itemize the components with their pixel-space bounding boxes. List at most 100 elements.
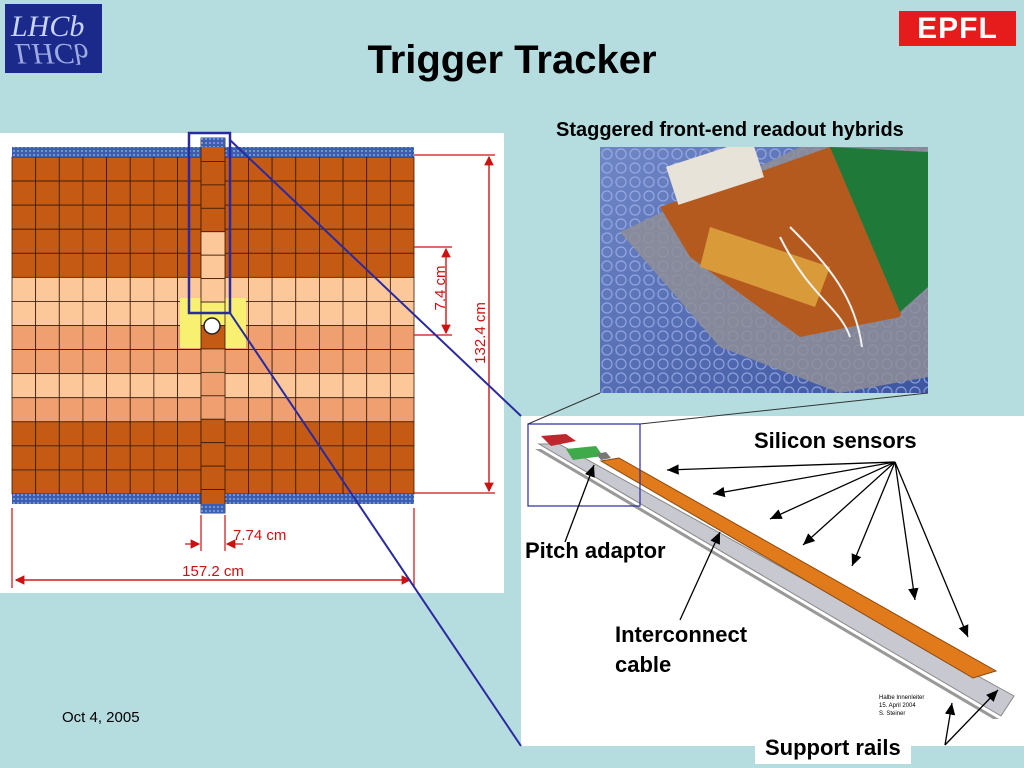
sensor-cell bbox=[342, 252, 368, 278]
sensor-cell bbox=[82, 397, 107, 423]
sensor-cell bbox=[11, 204, 37, 230]
sensor-cell bbox=[248, 469, 273, 495]
sensor-cell bbox=[389, 228, 415, 254]
sensor-cell bbox=[129, 204, 155, 230]
sensor-cell bbox=[342, 156, 368, 182]
sensor-cell bbox=[224, 276, 249, 302]
column-sensor-cell bbox=[200, 278, 226, 303]
sensor-cell bbox=[177, 349, 202, 375]
sensor-cell bbox=[177, 469, 202, 495]
sensor-cell bbox=[35, 204, 60, 230]
lhcb-logo-reflection: LHCb bbox=[15, 37, 89, 70]
sensor-cell bbox=[366, 156, 391, 182]
sensor-cell bbox=[106, 445, 131, 471]
sensor-cell bbox=[35, 252, 60, 278]
sensor-cell bbox=[389, 349, 415, 375]
sensor-cell bbox=[295, 349, 320, 375]
sensor-cell bbox=[11, 469, 37, 495]
sensor-cell bbox=[11, 397, 37, 423]
slide-title: Trigger Tracker bbox=[367, 38, 657, 82]
sensor-cell bbox=[106, 276, 131, 302]
sensor-cell bbox=[295, 156, 320, 182]
sensor-cell bbox=[224, 228, 249, 254]
label-interconnect-cable: Interconnect cable bbox=[615, 620, 747, 680]
drawing-note-line-2: 15. April 2004 bbox=[879, 703, 916, 709]
sensor-cell bbox=[389, 301, 415, 326]
sensor-cell bbox=[129, 469, 155, 495]
sensor-cell bbox=[35, 325, 60, 350]
dim-label-7-4: 7.4 cm bbox=[432, 265, 449, 310]
sensor-cell bbox=[35, 301, 60, 326]
sensor-cell bbox=[35, 421, 60, 447]
sensor-cell bbox=[153, 445, 178, 471]
sensor-cell bbox=[366, 397, 391, 423]
sensor-cell bbox=[248, 349, 273, 375]
sensor-cell bbox=[366, 373, 391, 399]
sensor-cell bbox=[389, 397, 415, 423]
column-bottom-bar bbox=[201, 504, 225, 513]
sensor-cell bbox=[153, 469, 178, 495]
sensor-cell bbox=[82, 469, 107, 495]
sensor-cell bbox=[366, 252, 391, 278]
sensor-cell bbox=[319, 397, 344, 423]
sensor-cell bbox=[106, 156, 131, 182]
sensor-cell bbox=[106, 469, 131, 495]
sensor-cell bbox=[366, 325, 391, 350]
sensor-cell bbox=[271, 156, 297, 182]
sensor-cell bbox=[295, 252, 320, 278]
sensor-cell bbox=[153, 349, 178, 375]
sensor-cell bbox=[129, 373, 155, 399]
module-drawing-svg: Halbe Innenleiter 15. April 2004 S. Stei… bbox=[527, 423, 1015, 719]
label-silicon-sensors: Silicon sensors bbox=[754, 428, 917, 453]
sensor-cell bbox=[271, 373, 297, 399]
beam-pipe-icon bbox=[203, 317, 221, 335]
sensor-cell bbox=[224, 180, 249, 206]
sensor-cell bbox=[35, 397, 60, 423]
sensor-cell bbox=[177, 421, 202, 447]
sensor-cell bbox=[319, 180, 344, 206]
sensor-cell bbox=[224, 397, 249, 423]
sensor-cell bbox=[342, 373, 368, 399]
sensor-cell bbox=[366, 204, 391, 230]
sensor-cell bbox=[58, 421, 84, 447]
column-sensor-cell bbox=[200, 184, 226, 209]
sensor-cell bbox=[153, 252, 178, 278]
sensor-cell bbox=[11, 228, 37, 254]
sensor-cell bbox=[106, 252, 131, 278]
sensor-cell bbox=[342, 204, 368, 230]
sensor-cell bbox=[319, 349, 344, 375]
sensor-cell bbox=[35, 445, 60, 471]
sensor-cell bbox=[106, 301, 131, 326]
sensor-cell bbox=[271, 469, 297, 495]
sensor-cell bbox=[58, 349, 84, 375]
sensor-cell bbox=[224, 373, 249, 399]
label-interconnect-line1: Interconnect bbox=[615, 622, 748, 647]
sensor-cell bbox=[153, 156, 178, 182]
sensor-cell bbox=[35, 156, 60, 182]
lhcb-logo-text: LHCb bbox=[11, 10, 85, 43]
sensor-cell bbox=[11, 421, 37, 447]
sensor-cell bbox=[129, 421, 155, 447]
column-sensor-cell bbox=[200, 465, 226, 490]
lhcb-logo: LHCb LHCb bbox=[5, 4, 102, 73]
sensor-cell bbox=[319, 325, 344, 350]
sensor-cell bbox=[342, 469, 368, 495]
sensor-cell bbox=[389, 421, 415, 447]
sensor-cell bbox=[82, 204, 107, 230]
sensor-cell bbox=[35, 180, 60, 206]
sensor-cell bbox=[129, 397, 155, 423]
drawing-note-line-1: Halbe Innenleiter bbox=[879, 695, 924, 701]
sensor-cell bbox=[319, 421, 344, 447]
sensor-cell bbox=[342, 421, 368, 447]
sensor-cell bbox=[342, 180, 368, 206]
column-sensor-cell bbox=[200, 418, 226, 444]
sensor-cell bbox=[366, 349, 391, 375]
sensor-cell bbox=[271, 180, 297, 206]
sensor-cell bbox=[319, 228, 344, 254]
sensor-cell bbox=[224, 156, 249, 182]
sensor-cell bbox=[389, 204, 415, 230]
sensor-cell bbox=[153, 204, 178, 230]
sensor-cell bbox=[82, 445, 107, 471]
sensor-cell bbox=[129, 301, 155, 326]
sensor-cell bbox=[295, 204, 320, 230]
